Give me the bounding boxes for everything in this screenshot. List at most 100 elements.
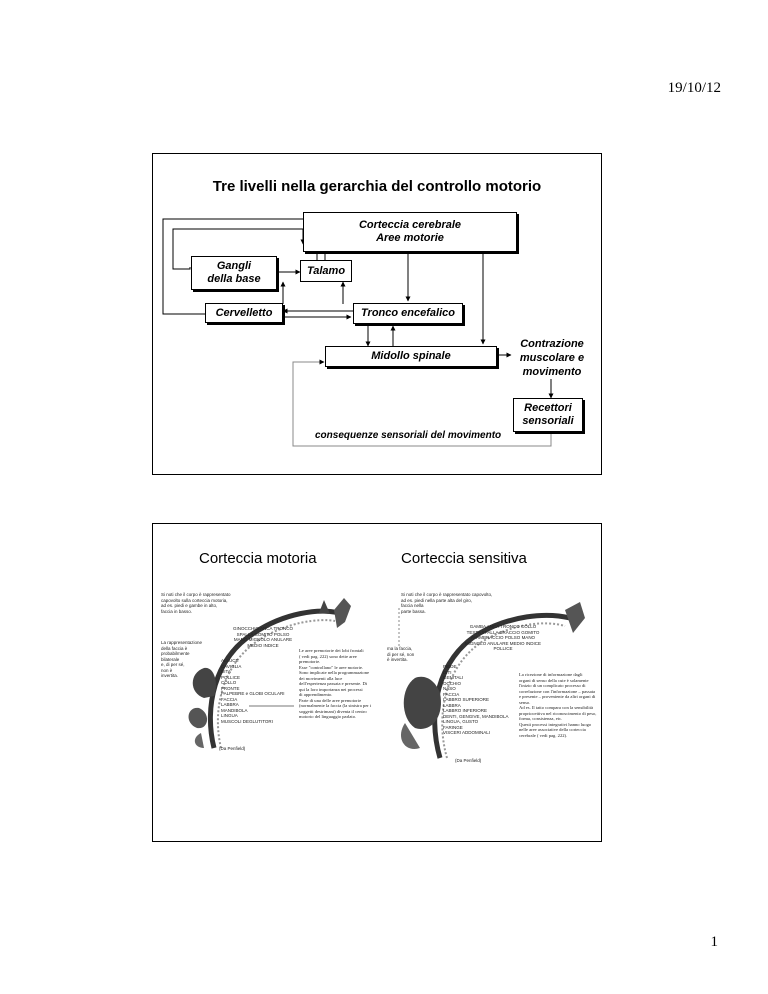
arc-label: GOMITO	[254, 631, 273, 637]
cortex-label-line2: Aree motorie	[376, 232, 444, 244]
arc-label: ANULARE	[270, 637, 293, 642]
motor-side-note-line: bilaterale	[161, 656, 180, 662]
paragraph-line: Ad es. Il tatto compara con la sensibili…	[519, 705, 593, 710]
arc-label: BRACCIO	[499, 629, 520, 635]
motor-credit: (Da Penfield)	[219, 746, 246, 751]
paragraph-line: La ricezione di informazione dagli	[519, 672, 583, 677]
cerebellum-box: Cervelletto	[205, 303, 283, 323]
motor-side-note-line: probabilmente	[161, 651, 190, 656]
arc-label: ANULARE	[487, 640, 509, 646]
cortex-label-line1: Corteccia cerebrale	[358, 219, 462, 231]
sensory-credit: (Da Penfield)	[455, 758, 482, 763]
feedback-label: consequenze sensoriali del movimento	[315, 430, 502, 441]
paragraph-line: correlazione con l'informazione – passat…	[519, 688, 596, 694]
arc-label: TRONCO	[273, 626, 293, 631]
arc-label: ANCA	[260, 626, 273, 631]
paragraph-line: premotorie.	[299, 659, 321, 664]
arc-label: POLSO	[504, 635, 521, 640]
arc-label: POLSO	[273, 631, 290, 637]
brainstem-label: Tronco encefalico	[361, 307, 455, 319]
sensory-top-note: Si noti che il corpo è rappresentato cap…	[401, 592, 492, 614]
paragraph-line: di apprendimento.	[299, 692, 333, 697]
body-label: POLLICE	[221, 674, 241, 680]
arc-label: MEDIO	[509, 640, 525, 646]
paragraph-line: soggetti destrimani) diventa il centro	[299, 708, 367, 714]
sensory-side-note-line: è invertita.	[387, 657, 408, 662]
motor-side-note-line: invertita.	[161, 673, 179, 678]
motor-paragraph: Le aree premotorie dei lobi frontali ( v…	[299, 648, 373, 720]
motor-top-note: Si noti che il corpo è rappresentato cap…	[161, 592, 231, 614]
paragraph-line: motorio del linguaggio parlato.	[299, 714, 357, 719]
arc-label: MEDIO	[247, 642, 263, 648]
paragraph-line: propriocettiva nel riconoscimento di pes…	[519, 710, 597, 716]
arc-label: MIGNOLO	[248, 637, 270, 642]
header-date: 19/10/12	[667, 80, 721, 96]
sensory-top-note-line: faccia nella	[401, 603, 424, 608]
spinal-cord-label: Midollo spinale	[371, 350, 451, 362]
motor-cortex-title: Corteccia motoria	[199, 550, 317, 567]
arc-label: MANO	[233, 637, 248, 642]
body-label: DENTI, GENGIVE, MANDIBOLA	[443, 713, 509, 719]
thalamus-label: Talamo	[306, 264, 346, 277]
output-label-line1: Contrazione	[520, 338, 584, 350]
body-label: LINGUA, GUSTO	[443, 719, 479, 724]
body-label: LABBRO SUPERIORE	[443, 697, 490, 702]
motor-body-labels: ALLUCE CAVIGLIA DITA POLLICE COLLO FRONT…	[221, 658, 284, 724]
paragraph-line: e presente – proveniente da altri organi…	[519, 694, 596, 699]
output-label-line2: muscolare e	[519, 352, 585, 364]
body-label: FRONTE	[221, 685, 240, 691]
sensory-homunculus-drawing	[398, 602, 585, 759]
arc-label: INDICE	[263, 642, 279, 648]
body-label: FACCIA	[221, 696, 238, 702]
body-label: DITA	[221, 669, 231, 674]
page-number: 1	[710, 934, 719, 950]
arc-label: GAMBA	[469, 624, 486, 629]
paragraph-line: Sono implicate nella programmazione	[299, 670, 370, 675]
body-label: PALPEBRE e GLOBI OCULARI	[221, 691, 285, 696]
sensory-top-note-line: ad es. piedi nella parte alta del giro,	[401, 597, 473, 603]
motor-side-note-line: La rappresentazione	[161, 640, 203, 645]
body-label: GENITALI	[443, 675, 464, 680]
arc-label: TESTA	[466, 629, 481, 635]
paragraph-line: ( vedi pag. 222) sono dette aree	[299, 653, 357, 659]
body-label: NASO	[443, 686, 456, 691]
body-label: COLLO	[221, 680, 237, 685]
body-label: LABBRA	[221, 702, 239, 707]
sensory-body-labels: PIEDE DITI GENITALI OCCHIO NASO FACCIA L…	[443, 664, 509, 736]
motor-side-note: La rappresentazione della faccia è proba…	[161, 640, 202, 679]
motor-top-note-line: faccia in basso.	[161, 608, 193, 614]
arc-label: SPALLA	[481, 629, 499, 635]
arc-label: TRONCO	[500, 624, 520, 629]
slide-cortex-maps: Corteccia motoria Corteccia sensitiva Si…	[152, 523, 602, 842]
paragraph-line: (normalmente la faccia (la sinistra per …	[299, 703, 372, 708]
paragraph-line: Questi processi integrativi hanno luogo	[519, 721, 592, 727]
body-label: PIEDE	[443, 664, 457, 669]
motor-side-note-line: e, di per sé,	[161, 662, 185, 667]
arc-label: COLLO	[520, 624, 537, 629]
basal-ganglia-box: Gangli della base	[191, 256, 277, 290]
paragraph-line: senso.	[519, 699, 531, 705]
paragraph-line: forma, consistenza, etc.	[519, 716, 563, 721]
body-label: OCCHIO	[443, 680, 461, 686]
motor-homunculus-figure: Si noti che il corpo è rappresentato cap…	[159, 588, 375, 754]
body-label: ALLUCE	[221, 658, 239, 663]
arc-label: GINOCCHIO	[233, 626, 260, 631]
sensory-side-note-line: di per sé, non	[387, 651, 415, 657]
body-label: LABBRA	[443, 702, 461, 708]
arc-label: ANCA	[486, 624, 500, 629]
paragraph-line: nelle aree associative della corteccia	[519, 727, 586, 732]
paragraph-line: l'inizio di un complicato processo di	[519, 683, 586, 688]
paragraph-line: qui la loro importanza nei processi	[299, 686, 363, 692]
receptors-label-line2: sensoriali	[522, 415, 574, 427]
receptors-label-line1: Recettori	[524, 402, 572, 414]
arc-label: POLLICE	[493, 646, 513, 651]
body-label: LABBRO INFERIORE	[443, 708, 488, 713]
sensory-top-note-line: Si noti che il corpo è rappresentato cap…	[401, 592, 493, 597]
paragraph-line: dei movimenti alla luce	[299, 675, 343, 681]
basal-ganglia-label-line1: Gangli	[216, 260, 252, 272]
motor-top-note-line: ad es. piedi e gambe in alto,	[161, 603, 218, 608]
cerebellum-label: Cervelletto	[215, 306, 273, 319]
receptors-box: Recettori sensoriali	[513, 398, 583, 432]
output-label-line3: movimento	[522, 366, 582, 378]
arc-label: MANO	[521, 635, 536, 640]
